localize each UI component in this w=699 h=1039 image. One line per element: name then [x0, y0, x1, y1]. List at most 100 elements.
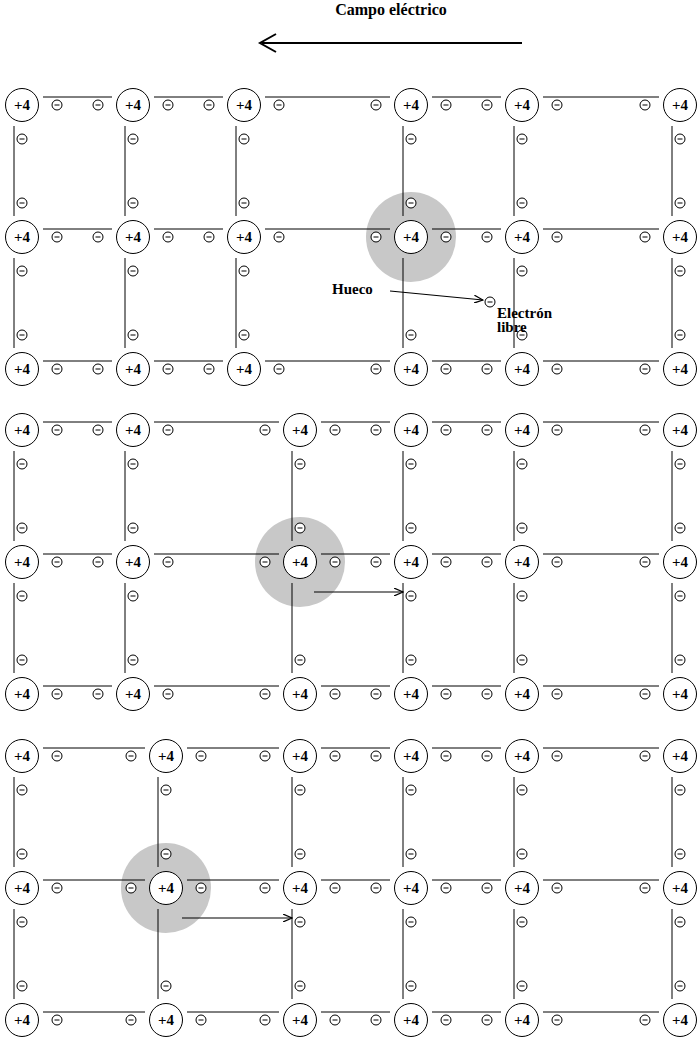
- covalent-bond: [14, 777, 15, 867]
- atom-charge: +4: [292, 555, 308, 570]
- electron-minus: [20, 660, 25, 661]
- field-arrow: [262, 42, 522, 44]
- electron-symbol: [260, 689, 270, 699]
- atom-circle: +4: [5, 220, 39, 254]
- electron-minus: [409, 528, 414, 529]
- electron-symbol: [517, 266, 527, 276]
- atom-circle: +4: [505, 413, 539, 447]
- covalent-bond: [154, 422, 279, 423]
- covalent-bond: [14, 126, 15, 216]
- electron-symbol: [52, 1015, 62, 1025]
- electron-symbol: [675, 330, 685, 340]
- electron-minus: [131, 271, 136, 272]
- electron-symbol: [517, 785, 527, 795]
- electron-symbol: [163, 557, 173, 567]
- covalent-bond: [125, 126, 126, 216]
- covalent-bond: [543, 748, 659, 749]
- electron-symbol: [517, 591, 527, 601]
- covalent-bond: [14, 909, 15, 999]
- electron-minus: [485, 694, 490, 695]
- electron-minus: [96, 105, 101, 106]
- covalent-bond: [158, 909, 159, 999]
- atom-circle: +4: [283, 545, 317, 579]
- electron-symbol: [52, 232, 62, 242]
- electron-symbol: [239, 134, 249, 144]
- atom-circle: +4: [394, 413, 428, 447]
- atom-circle: +4: [663, 413, 697, 447]
- covalent-bond: [543, 97, 659, 98]
- electron-minus: [520, 922, 525, 923]
- electron-minus: [520, 464, 525, 465]
- electron-symbol: [552, 425, 562, 435]
- electron-symbol: [163, 364, 173, 374]
- electron-symbol: [17, 459, 27, 469]
- electron-minus: [131, 464, 136, 465]
- electron-symbol: [482, 364, 492, 374]
- atom-charge: +4: [125, 98, 141, 113]
- electron-symbol: [204, 100, 214, 110]
- covalent-bond: [672, 777, 673, 867]
- atom-charge: +4: [158, 881, 174, 896]
- covalent-bond: [672, 451, 673, 541]
- electron-minus: [409, 790, 414, 791]
- atom-charge: +4: [672, 423, 688, 438]
- electron-minus: [555, 694, 560, 695]
- electron-minus: [520, 528, 525, 529]
- covalent-bond: [432, 748, 501, 749]
- electron-minus: [678, 660, 683, 661]
- atom-circle: +4: [505, 871, 539, 905]
- electron-minus: [520, 139, 525, 140]
- covalent-bond: [265, 229, 390, 230]
- covalent-bond: [321, 686, 390, 687]
- covalent-bond: [154, 361, 223, 362]
- electron-symbol: [517, 523, 527, 533]
- electron-symbol: [371, 557, 381, 567]
- electron-minus: [20, 271, 25, 272]
- electron-minus: [678, 596, 683, 597]
- covalent-bond: [43, 422, 112, 423]
- electron-symbol: [552, 364, 562, 374]
- electron-symbol: [260, 751, 270, 761]
- electron-symbol: [675, 591, 685, 601]
- atom-circle: +4: [283, 413, 317, 447]
- atom-charge: +4: [125, 687, 141, 702]
- covalent-bond: [154, 229, 223, 230]
- electron-symbol: [196, 883, 206, 893]
- atom-charge: +4: [14, 749, 30, 764]
- electron-minus: [55, 105, 60, 106]
- atom-charge: +4: [514, 423, 530, 438]
- electron-minus: [242, 335, 247, 336]
- electron-minus: [131, 660, 136, 661]
- electron-symbol: [482, 100, 492, 110]
- atom-circle: +4: [505, 220, 539, 254]
- electron-minus: [131, 335, 136, 336]
- electron-minus: [333, 694, 338, 695]
- electron-symbol: [274, 364, 284, 374]
- electron-minus: [520, 335, 525, 336]
- hole-motion-arrow: [182, 917, 292, 918]
- electron-minus: [166, 430, 171, 431]
- electron-minus: [409, 139, 414, 140]
- electron-symbol: [640, 232, 650, 242]
- electron-minus: [374, 1020, 379, 1021]
- electron-symbol: [485, 297, 495, 307]
- covalent-bond: [125, 583, 126, 673]
- electron-minus: [643, 369, 648, 370]
- electron-symbol: [17, 655, 27, 665]
- electron-symbol: [93, 100, 103, 110]
- covalent-bond: [403, 451, 404, 541]
- electron-symbol: [406, 785, 416, 795]
- electron-symbol: [517, 198, 527, 208]
- electron-minus: [298, 854, 303, 855]
- electron-minus: [485, 562, 490, 563]
- atom-circle: +4: [116, 220, 150, 254]
- electron-symbol: [406, 134, 416, 144]
- atom-charge: +4: [403, 423, 419, 438]
- electron-minus: [20, 139, 25, 140]
- electron-minus: [55, 237, 60, 238]
- electron-symbol: [17, 198, 27, 208]
- electron-symbol: [640, 751, 650, 761]
- covalent-bond: [514, 451, 515, 541]
- covalent-bond: [432, 422, 501, 423]
- atom-charge: +4: [403, 230, 419, 245]
